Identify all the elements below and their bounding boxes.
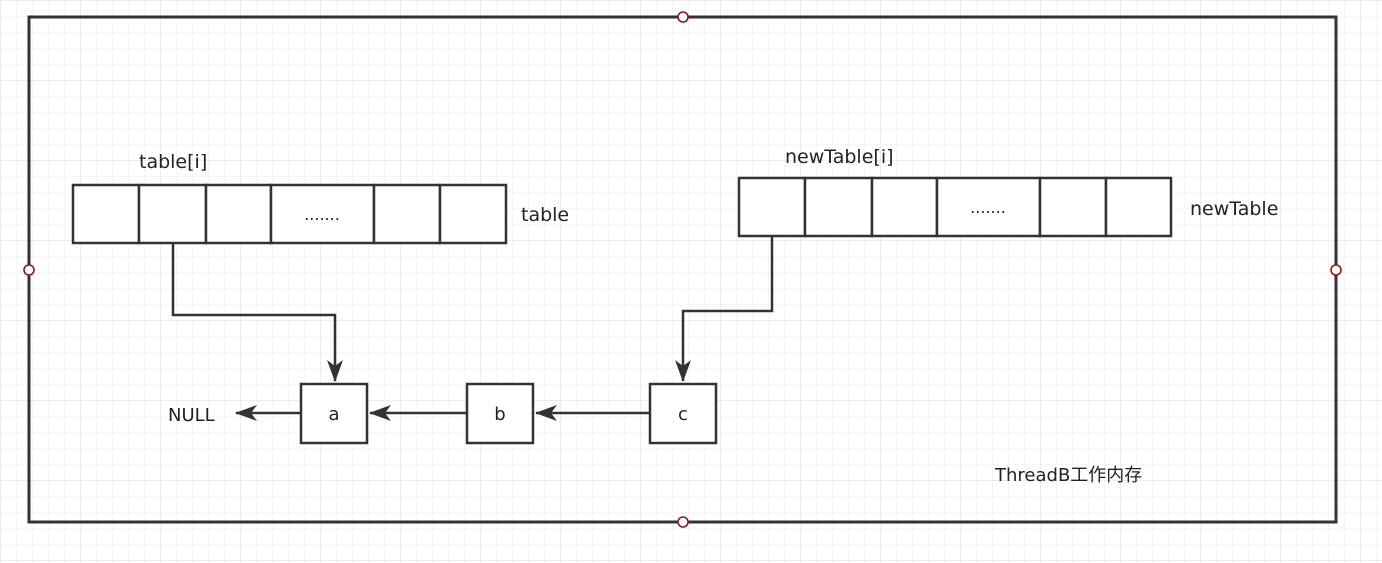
table-array[interactable]: .......	[71, 183, 508, 245]
newtable-cell-3[interactable]	[935, 176, 1042, 238]
table-cell-4[interactable]	[372, 183, 442, 245]
newtable-cell-4[interactable]	[1038, 176, 1108, 238]
table-cell-3[interactable]	[269, 183, 376, 245]
node-c[interactable]	[648, 382, 718, 445]
resize-handle-top[interactable]	[677, 11, 689, 23]
connector-table-to-a[interactable]	[171, 243, 343, 382]
table-cell-0[interactable]	[71, 183, 141, 245]
table-cell-1[interactable]	[137, 183, 208, 245]
newtable-name-label: newTable	[1190, 198, 1278, 220]
node-c-label: c	[678, 404, 688, 425]
newtable-cell-2[interactable]	[870, 176, 939, 238]
newtable-cell-0[interactable]	[737, 176, 807, 238]
resize-handle-bottom[interactable]	[677, 516, 689, 528]
null-label: NULL	[168, 405, 215, 426]
container-caption: ThreadB工作内存	[994, 465, 1142, 486]
node-a-label: a	[328, 404, 339, 425]
resize-handle-right[interactable]	[1330, 264, 1342, 276]
table-name-label: table	[521, 204, 569, 226]
table-ellipsis: .......	[304, 205, 340, 224]
table-cell-2[interactable]	[204, 183, 273, 245]
newtable-ellipsis: .......	[970, 198, 1006, 217]
node-b-label: b	[494, 404, 505, 425]
newtable-cell-5[interactable]	[1104, 176, 1173, 238]
newtable-index-label: newTable[i]	[785, 146, 894, 168]
newtable-cell-1[interactable]	[803, 176, 874, 238]
connector-newtable-to-c[interactable]	[675, 236, 774, 382]
node-b[interactable]	[465, 382, 535, 445]
newtable-array[interactable]: .......	[737, 176, 1173, 238]
thread-memory-container[interactable]	[27, 15, 1338, 524]
resize-handle-left[interactable]	[23, 264, 35, 276]
node-a[interactable]	[299, 382, 369, 445]
table-cell-5[interactable]	[438, 183, 508, 245]
table-index-label: table[i]	[139, 151, 207, 173]
